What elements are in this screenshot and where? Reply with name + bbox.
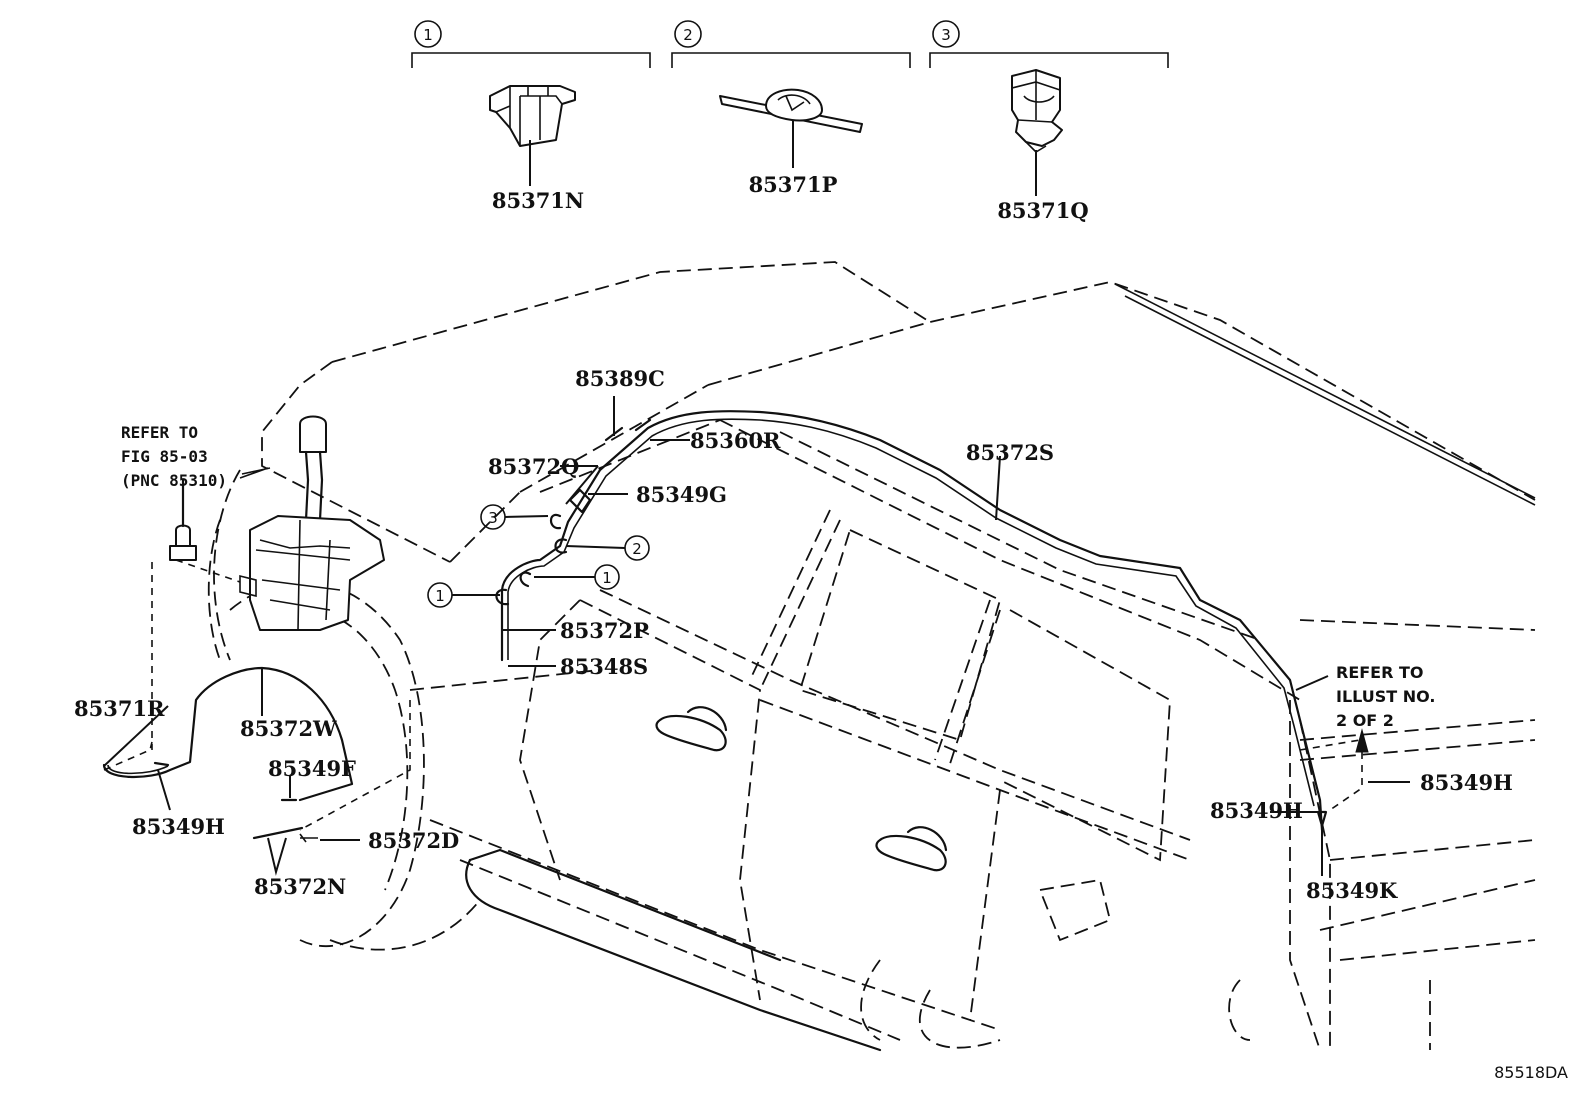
label-85372N[interactable]: 85372N	[254, 874, 346, 899]
svg-text:REFER TO: REFER TO	[121, 423, 198, 442]
illustration-code: 85518DA	[1494, 1063, 1568, 1082]
washer-tank-icon	[239, 415, 385, 631]
part-label: 85371Q	[997, 198, 1088, 223]
washer-hose	[102, 410, 1328, 870]
label-85372D[interactable]: 85372D	[368, 828, 459, 853]
svg-text:FIG 85-03: FIG 85-03	[121, 447, 208, 466]
washer-pump-icon	[151, 478, 241, 750]
svg-text:(PNC 85310): (PNC 85310)	[121, 471, 227, 490]
clip-85371P-icon	[719, 88, 863, 133]
svg-text:2: 2	[683, 26, 693, 44]
detail-section-2: 2 85371P	[671, 20, 911, 197]
svg-text:2: 2	[632, 540, 642, 558]
leader-lines	[103, 396, 1410, 876]
refer-note-right[interactable]: REFER TO ILLUST NO. 2 OF 2	[1336, 663, 1436, 730]
label-85349H-right[interactable]: 85349H	[1420, 770, 1513, 795]
svg-text:3: 3	[941, 26, 951, 44]
vehicle-outline	[207, 261, 1536, 1052]
callout-2: 2	[565, 535, 650, 561]
label-85372W[interactable]: 85372W	[240, 716, 337, 741]
svg-text:1: 1	[435, 587, 445, 605]
label-85349K[interactable]: 85349K	[1306, 878, 1398, 903]
svg-text:1: 1	[602, 569, 612, 587]
door-handle-icon	[875, 826, 948, 872]
svg-text:3: 3	[488, 509, 498, 527]
label-85389C[interactable]: 85389C	[575, 366, 665, 391]
svg-text:1: 1	[423, 26, 433, 44]
detail-section-1: 1 85371N	[411, 20, 651, 213]
label-85372Q[interactable]: 85372Q	[488, 454, 579, 479]
label-85349H-left[interactable]: 85349H	[132, 814, 225, 839]
part-label: 85371P	[749, 172, 838, 197]
label-85372P[interactable]: 85372P	[560, 618, 649, 643]
label-85360R[interactable]: 85360R	[690, 428, 781, 453]
label-85372S[interactable]: 85372S	[966, 440, 1054, 465]
clip-85371N-icon	[489, 85, 576, 147]
label-85348S[interactable]: 85348S	[560, 654, 648, 679]
svg-text:REFER TO: REFER TO	[1336, 663, 1424, 682]
callout-3: 3	[480, 504, 549, 530]
door-handle-icon	[655, 706, 728, 752]
label-85349H-mid[interactable]: 85349H	[1210, 798, 1303, 823]
detail-section-3: 3 85371Q	[929, 20, 1169, 223]
part-labels: 85389C 85360R 85372Q 85349G 85372S 85372…	[74, 366, 1513, 903]
refer-note-left[interactable]: REFER TO FIG 85-03 (PNC 85310)	[121, 423, 227, 490]
label-85349F[interactable]: 85349F	[268, 756, 356, 781]
part-label: 85371N	[492, 188, 584, 213]
label-85349G[interactable]: 85349G	[636, 482, 727, 507]
svg-text:2 OF 2: 2 OF 2	[1336, 711, 1394, 730]
svg-text:ILLUST NO.: ILLUST NO.	[1336, 687, 1436, 706]
clip-85371Q-icon	[1011, 69, 1063, 154]
label-85371R[interactable]: 85371R	[74, 696, 165, 721]
callout-1-left: 1	[427, 582, 500, 608]
callout-1-right: 1	[534, 564, 620, 590]
